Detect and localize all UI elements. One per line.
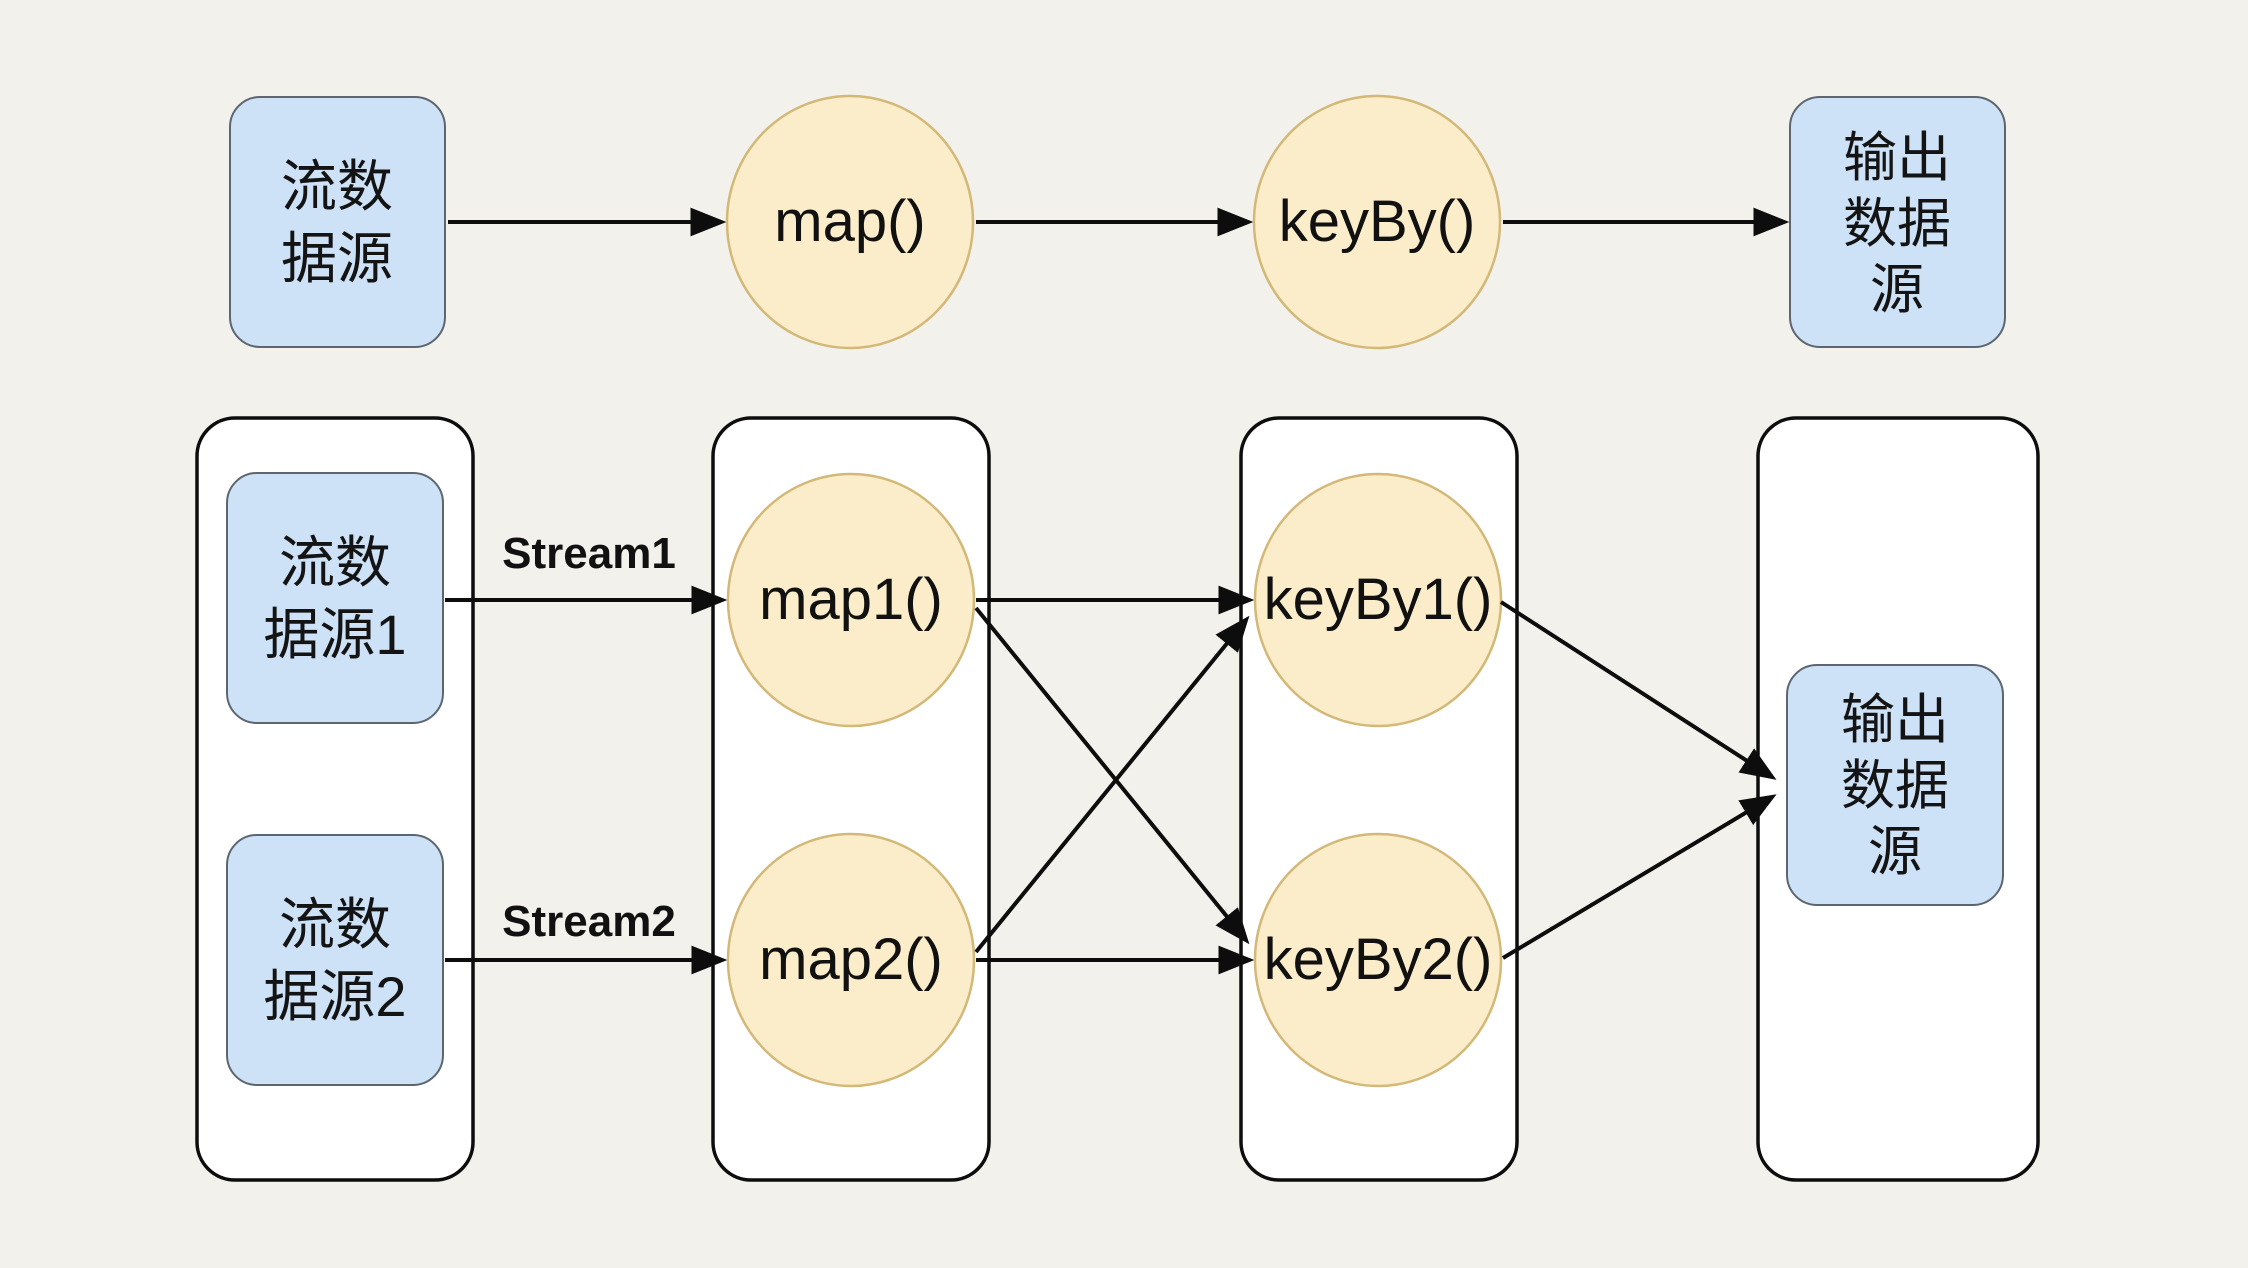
source1-label-line1: 流数 <box>279 531 391 594</box>
source1-node <box>226 472 444 724</box>
keyby2-operator <box>1253 832 1503 1088</box>
logical-map-label: map() <box>774 189 925 254</box>
arrow-keyby2-to-sink <box>1501 794 1777 960</box>
logical-source-label-line1: 流数 <box>281 155 393 218</box>
keyby1-label: keyBy1() <box>1264 567 1493 632</box>
logical-source-node <box>229 96 446 348</box>
logical-keyby-label: keyBy() <box>1279 189 1476 254</box>
source2-label-line2: 据源2 <box>263 965 406 1028</box>
arrow-map1-to-keyby2 <box>974 606 1250 945</box>
stream2-label: Stream2 <box>502 897 676 946</box>
logical-sink-label-line1: 输出 <box>1843 128 1951 188</box>
map1-label: map1() <box>759 567 943 632</box>
source1-label-line2: 据源1 <box>263 603 406 666</box>
parallel-sink-node <box>1786 664 2004 906</box>
parallel-sink-label-line1: 输出 <box>1841 690 1949 750</box>
stream1-label: Stream1 <box>502 529 676 578</box>
arrow-map2-to-keyby1 <box>974 615 1250 954</box>
map1-operator <box>726 472 976 728</box>
map2-label: map2() <box>759 927 943 992</box>
parallel-sink-label-line3: 源 <box>1868 822 1922 882</box>
logical-keyby-operator <box>1252 94 1502 350</box>
map2-operator <box>726 832 976 1088</box>
source2-label-line1: 流数 <box>279 893 391 956</box>
source2-node <box>226 834 444 1086</box>
logical-sink-label-line3: 源 <box>1870 260 1924 320</box>
arrow-keyby1-to-sink <box>1499 600 1777 780</box>
keyby1-operator <box>1253 472 1503 728</box>
keyby2-label: keyBy2() <box>1264 927 1493 992</box>
logical-sink-node <box>1789 96 2006 348</box>
logical-map-operator <box>725 94 975 350</box>
logical-source-label-line2: 据源 <box>281 227 393 290</box>
parallel-sink-label-line2: 数据 <box>1841 756 1949 816</box>
logical-sink-label-line2: 数据 <box>1843 194 1951 254</box>
